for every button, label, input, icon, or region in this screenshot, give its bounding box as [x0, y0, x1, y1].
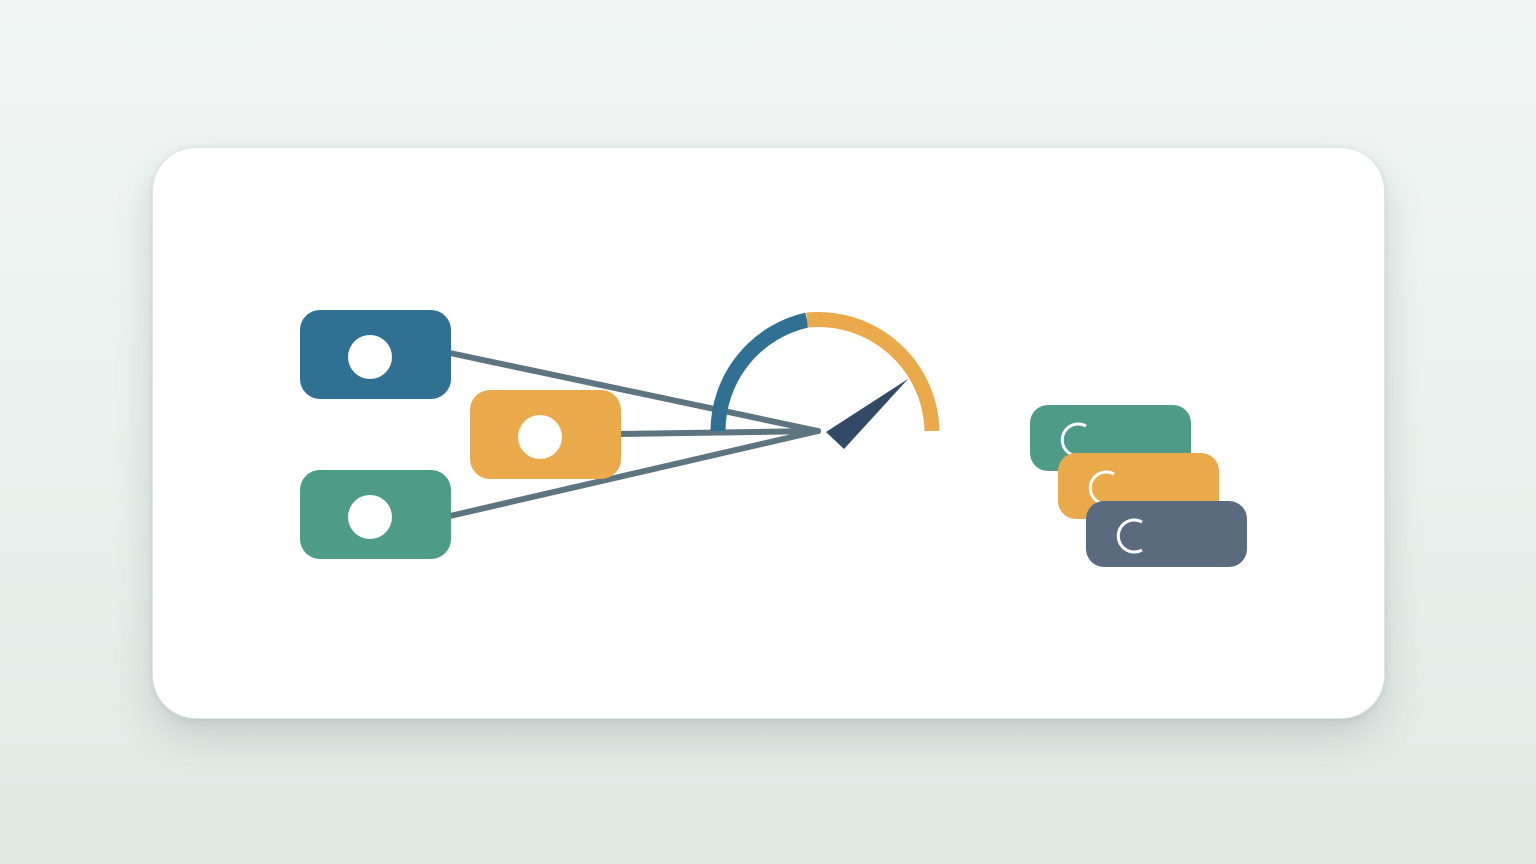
- connector-line-orange: [615, 428, 821, 437]
- connector-lines: [447, 350, 821, 519]
- dot-icon: [348, 495, 392, 539]
- source-card-green: [300, 470, 451, 559]
- gauge-arc-blue: [710, 312, 809, 432]
- connector-line-green: [447, 428, 821, 519]
- speed-gauge: [710, 311, 940, 449]
- output-stack: [1030, 405, 1247, 567]
- gauge-arc-orange: [806, 311, 940, 432]
- connector-line-blue: [447, 350, 821, 434]
- source-card-blue: [300, 310, 451, 399]
- stack-card-slate: [1086, 501, 1247, 567]
- dot-icon: [518, 415, 562, 459]
- source-card-orange: [470, 390, 621, 479]
- dot-icon: [348, 335, 392, 379]
- ring-icon: [1116, 518, 1143, 554]
- needle-icon: [826, 379, 908, 449]
